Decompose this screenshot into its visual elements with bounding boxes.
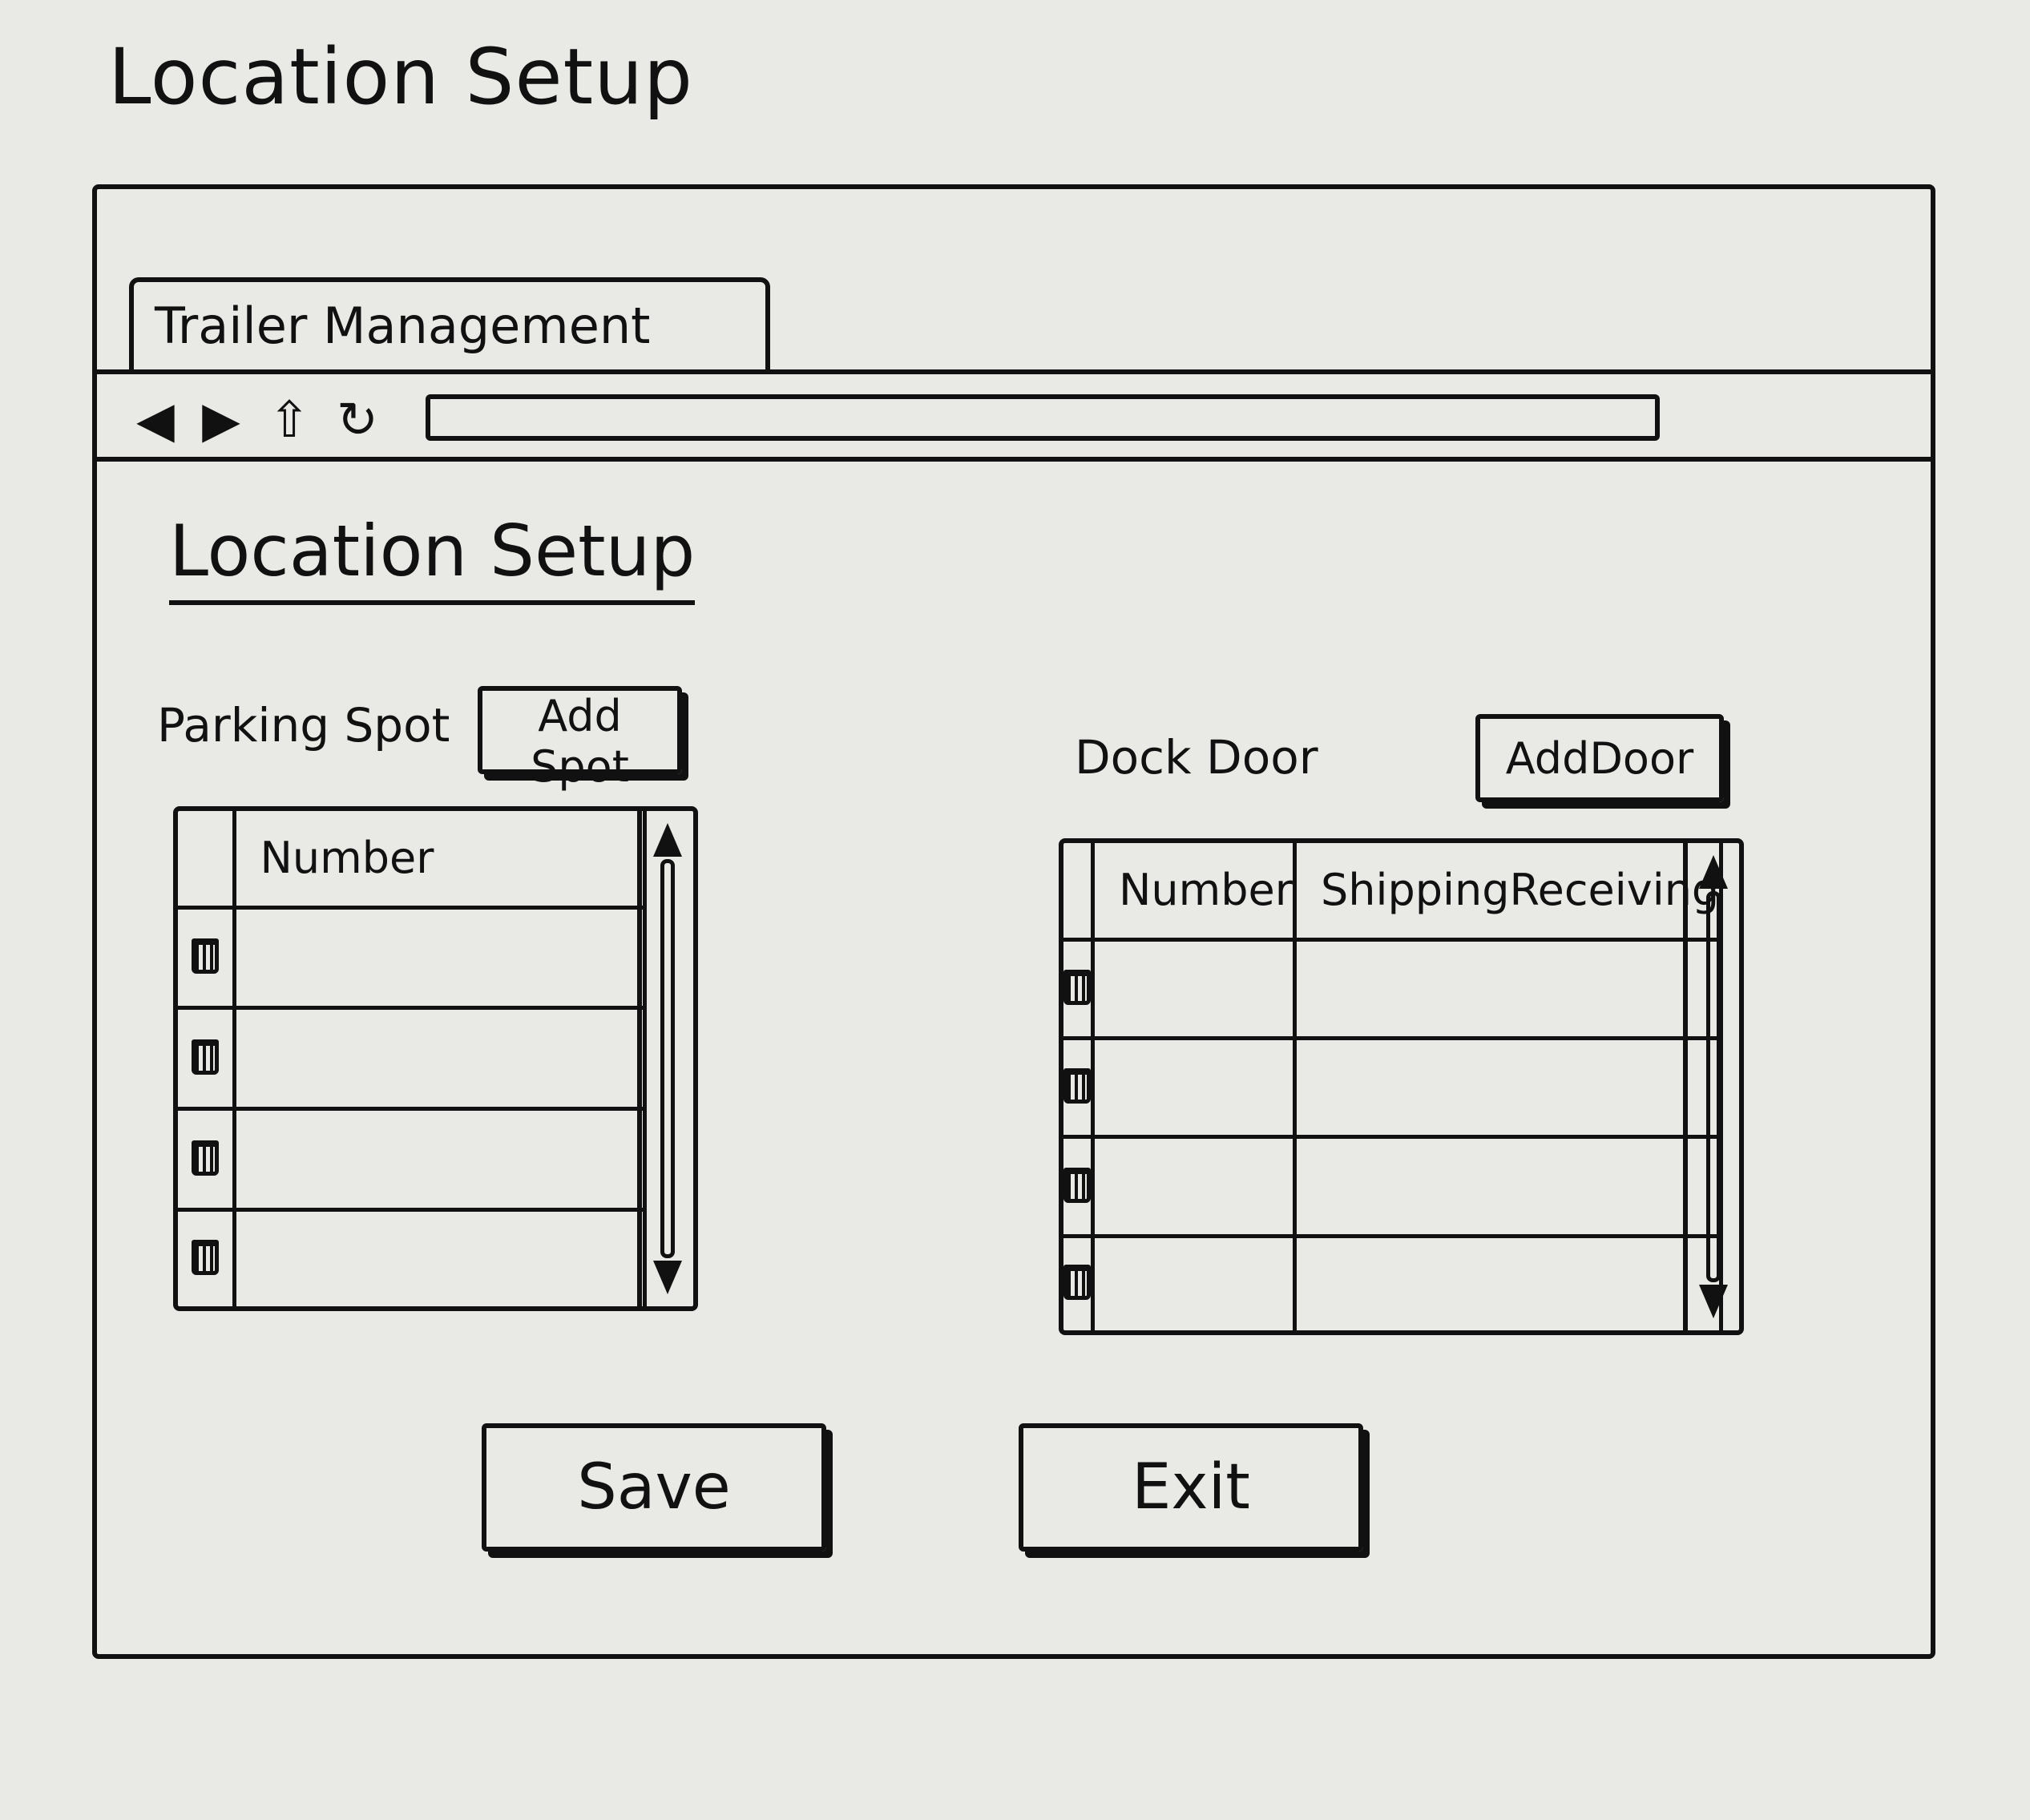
number-cell[interactable] (1091, 1035, 1297, 1140)
number-cell[interactable] (1091, 1233, 1297, 1330)
number-cell[interactable] (232, 905, 647, 1011)
dock-door-label: Dock Door (1075, 730, 1318, 785)
table-row (178, 1208, 647, 1306)
table-row (1063, 1035, 1724, 1140)
number-column-header: Number (232, 811, 647, 910)
scroll-up-arrow-icon[interactable] (1699, 855, 1728, 889)
trash-icon[interactable] (191, 938, 219, 974)
shipping-receiving-cell[interactable] (1292, 1135, 1724, 1238)
browser-tab-label: Trailer Management (155, 297, 651, 355)
add-spot-button[interactable]: Add Spot (478, 686, 682, 792)
table-header-row: Number ShippingReceiving (1063, 843, 1724, 942)
delete-cell (1063, 1135, 1095, 1238)
delete-cell (178, 1006, 236, 1112)
up-arrow-icon[interactable]: ⇧ (268, 390, 310, 449)
browser-toolbar: ◀ ▶ ⇧ ↻ (97, 369, 1931, 462)
save-button[interactable]: Save (482, 1423, 826, 1552)
shipping-receiving-cell[interactable] (1292, 937, 1724, 1040)
shipping-receiving-cell[interactable] (1292, 1233, 1724, 1330)
table-row (178, 905, 647, 1011)
delete-cell (178, 1208, 236, 1306)
table-row (178, 1107, 647, 1213)
number-cell[interactable] (1091, 937, 1297, 1040)
scroll-down-arrow-icon[interactable] (1699, 1285, 1728, 1318)
delete-cell (1063, 1233, 1095, 1330)
delete-cell (178, 905, 236, 1011)
number-column-header: Number (1091, 843, 1297, 942)
number-cell[interactable] (232, 1208, 647, 1306)
number-cell[interactable] (232, 1006, 647, 1112)
refresh-icon[interactable]: ↻ (337, 390, 378, 449)
number-cell[interactable] (232, 1107, 647, 1213)
exit-button[interactable]: Exit (1019, 1423, 1363, 1552)
scroll-down-arrow-icon[interactable] (653, 1261, 682, 1294)
trash-icon[interactable] (1063, 1265, 1091, 1301)
trash-icon[interactable] (191, 1140, 219, 1176)
back-arrow-icon[interactable]: ◀ (136, 390, 175, 449)
trash-icon[interactable] (1063, 969, 1091, 1005)
number-cell[interactable] (1091, 1135, 1297, 1238)
icon-column-header (1063, 843, 1095, 942)
delete-cell (1063, 937, 1095, 1040)
dock-door-table: Number ShippingReceiving (1059, 838, 1744, 1335)
table-header-row: Number (178, 811, 647, 910)
delete-cell (178, 1107, 236, 1213)
vertical-scrollbar[interactable] (637, 811, 693, 1306)
parking-spot-table: Number (173, 806, 698, 1311)
sketch-title: Location Setup (108, 32, 693, 122)
delete-cell (1063, 1035, 1095, 1140)
scroll-track[interactable] (660, 859, 675, 1258)
scroll-up-arrow-icon[interactable] (653, 823, 682, 857)
browser-window: Trailer Management ◀ ▶ ⇧ ↻ Location Setu… (92, 184, 1935, 1659)
trash-icon[interactable] (1063, 1068, 1091, 1104)
add-door-button[interactable]: AddDoor (1475, 714, 1724, 802)
parking-spot-label: Parking Spot (157, 698, 450, 753)
scroll-track[interactable] (1706, 891, 1721, 1282)
trash-icon[interactable] (1063, 1167, 1091, 1203)
trash-icon[interactable] (191, 1240, 219, 1276)
shipping-receiving-cell[interactable] (1292, 1035, 1724, 1140)
vertical-scrollbar[interactable] (1683, 843, 1739, 1330)
address-bar[interactable] (426, 394, 1660, 441)
trash-icon[interactable] (191, 1039, 219, 1075)
forward-arrow-icon[interactable]: ▶ (202, 390, 240, 449)
table-row (1063, 1233, 1724, 1330)
table-row (1063, 937, 1724, 1040)
shipping-receiving-column-header: ShippingReceiving (1292, 843, 1724, 942)
table-row (178, 1006, 647, 1112)
icon-column-header (178, 811, 236, 910)
page-title: Location Setup (169, 510, 696, 605)
browser-tab[interactable]: Trailer Management (129, 277, 770, 369)
table-row (1063, 1135, 1724, 1238)
